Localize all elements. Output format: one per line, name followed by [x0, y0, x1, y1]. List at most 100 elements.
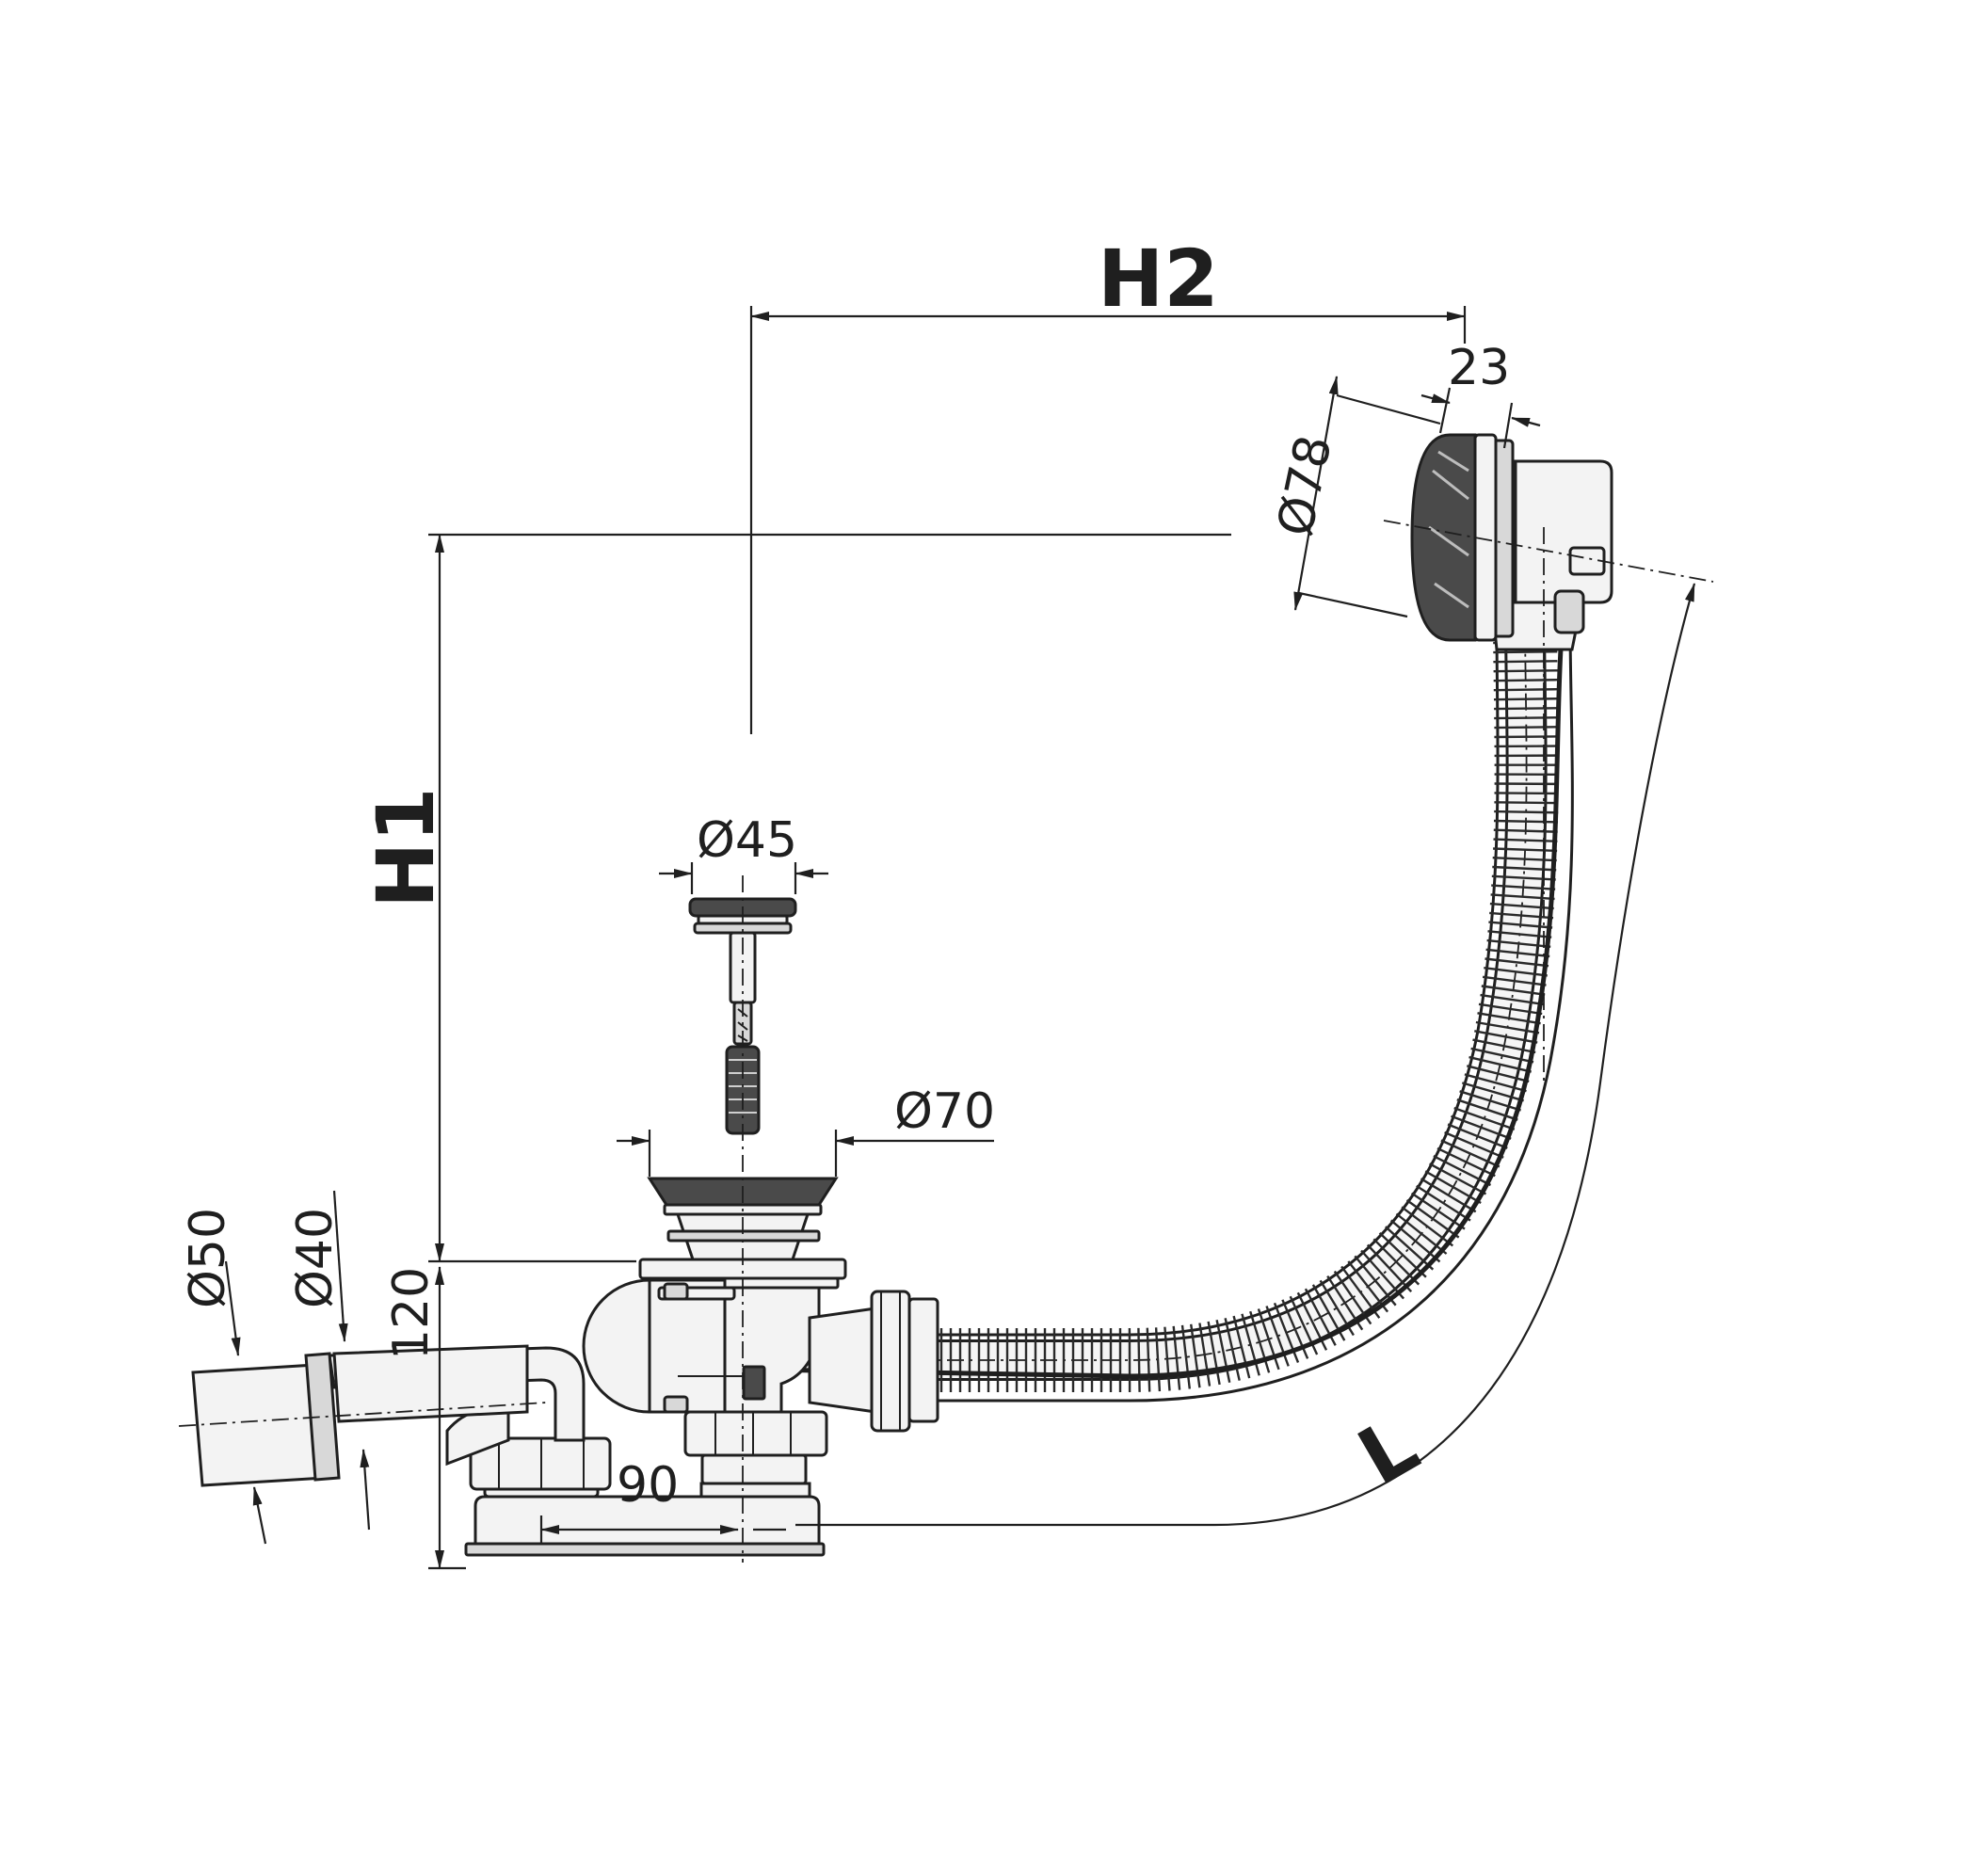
hose-rib	[1444, 1130, 1504, 1159]
hose-rib	[1492, 857, 1557, 862]
hose-rib	[1494, 726, 1559, 730]
label-d78: Ø78	[1267, 430, 1343, 540]
hose-rib	[1491, 884, 1556, 890]
hose-rib	[1215, 1319, 1231, 1384]
hose-rib	[1198, 1323, 1212, 1387]
label-h1: H1	[360, 787, 452, 908]
hose-rib	[1384, 1226, 1435, 1271]
label-d90: 90	[617, 1457, 679, 1514]
hose-rib	[1232, 1315, 1251, 1379]
hose-rib	[1456, 1098, 1518, 1121]
hose-rib	[1485, 948, 1550, 958]
hose-rib	[1492, 865, 1557, 872]
label-d50: Ø50	[180, 1208, 236, 1308]
hose-rib	[1478, 1002, 1543, 1016]
hose-rib	[1493, 838, 1558, 842]
hose-rib	[1424, 1170, 1482, 1205]
hose-rib	[1491, 874, 1556, 881]
hose-rib	[1493, 669, 1558, 673]
hose-rib	[1366, 1243, 1413, 1293]
hose-rib	[1447, 1123, 1508, 1149]
hose-rib	[1493, 679, 1558, 682]
hose-rib	[1190, 1323, 1201, 1388]
hose-rib	[1433, 1155, 1492, 1187]
hose-rib	[1487, 930, 1552, 938]
label-l: L	[1343, 1399, 1433, 1504]
hose-rib	[1436, 1146, 1496, 1178]
hose-rib	[1154, 1327, 1162, 1392]
hose-rib	[1146, 1327, 1151, 1392]
hose-rib	[1372, 1238, 1420, 1286]
hose-rib	[1494, 801, 1559, 805]
hose-rib	[1472, 1038, 1536, 1054]
label-d45: Ø45	[697, 812, 797, 869]
hose-rib	[1464, 1073, 1527, 1093]
hose-rib	[1488, 921, 1553, 929]
hose-rib	[1249, 1310, 1271, 1373]
corrugated-hose	[760, 591, 1574, 1403]
hose-rib	[1493, 828, 1558, 833]
waste-assembly	[445, 897, 939, 1557]
hose-rib	[1493, 819, 1559, 824]
hose-rib	[1378, 1232, 1427, 1278]
label-d40: Ø40	[287, 1208, 344, 1308]
hose-rib	[1493, 660, 1558, 664]
hose-rib	[1494, 707, 1559, 711]
label-d23: 23	[1448, 340, 1510, 396]
hose-rib	[1486, 938, 1551, 948]
hose-rib	[1401, 1206, 1454, 1247]
hose-rib	[1172, 1325, 1181, 1390]
hose-rib	[1490, 893, 1555, 901]
hose-rib	[1482, 975, 1547, 986]
dimensions	[224, 306, 1696, 1570]
overflow-assembly	[1383, 433, 1714, 1082]
label-d70: Ø70	[894, 1083, 995, 1140]
hose-rib	[1484, 967, 1548, 977]
hose-rib	[1224, 1318, 1241, 1381]
hose-rib	[1453, 1106, 1516, 1130]
hose-rib	[1241, 1313, 1260, 1376]
hose-rib	[1493, 697, 1559, 701]
hose-rib	[1493, 650, 1558, 654]
hose-rib	[1207, 1321, 1221, 1386]
hose-rib	[1493, 688, 1558, 692]
hose-rib	[1389, 1219, 1441, 1263]
hose-rib	[1489, 911, 1554, 920]
outlet-pipe	[178, 1344, 586, 1487]
hose-rib	[1451, 1114, 1512, 1140]
hose-ribs	[921, 622, 1559, 1393]
hose-rib	[1468, 1055, 1532, 1073]
label-h2: H2	[1098, 232, 1219, 325]
hose-rib	[1354, 1255, 1397, 1307]
hose-rib	[1410, 1192, 1466, 1230]
hose-rib	[1360, 1249, 1405, 1300]
hose-rib	[1164, 1326, 1171, 1391]
hose-rib	[1477, 1012, 1541, 1025]
hose-rib	[1420, 1178, 1477, 1213]
hose-rib	[1180, 1324, 1191, 1389]
hose-rib	[1467, 1065, 1530, 1083]
hose-rib	[1481, 985, 1546, 996]
hose-rib	[1395, 1212, 1448, 1255]
hose-rib	[1493, 847, 1558, 853]
hose-rib	[1137, 1327, 1141, 1392]
hose-rib	[1459, 1090, 1521, 1112]
hose-rib	[1405, 1199, 1460, 1239]
hose-rib	[1429, 1162, 1487, 1195]
hose-rib	[1470, 1047, 1534, 1064]
hose-rib	[1494, 810, 1559, 814]
hose-rib	[1494, 792, 1559, 795]
hose-rib	[1416, 1184, 1471, 1222]
hose-rib	[1265, 1306, 1290, 1367]
hose-rib	[1494, 735, 1559, 739]
hose-rib	[1480, 993, 1544, 1006]
hose-rib	[1475, 1020, 1540, 1034]
hose-rib	[1485, 957, 1549, 968]
hose-rib	[1461, 1082, 1524, 1102]
hose-rib	[1440, 1139, 1501, 1168]
hose-rib	[1257, 1308, 1280, 1371]
label-d120: 120	[383, 1267, 440, 1360]
hose-rib	[1494, 716, 1559, 720]
